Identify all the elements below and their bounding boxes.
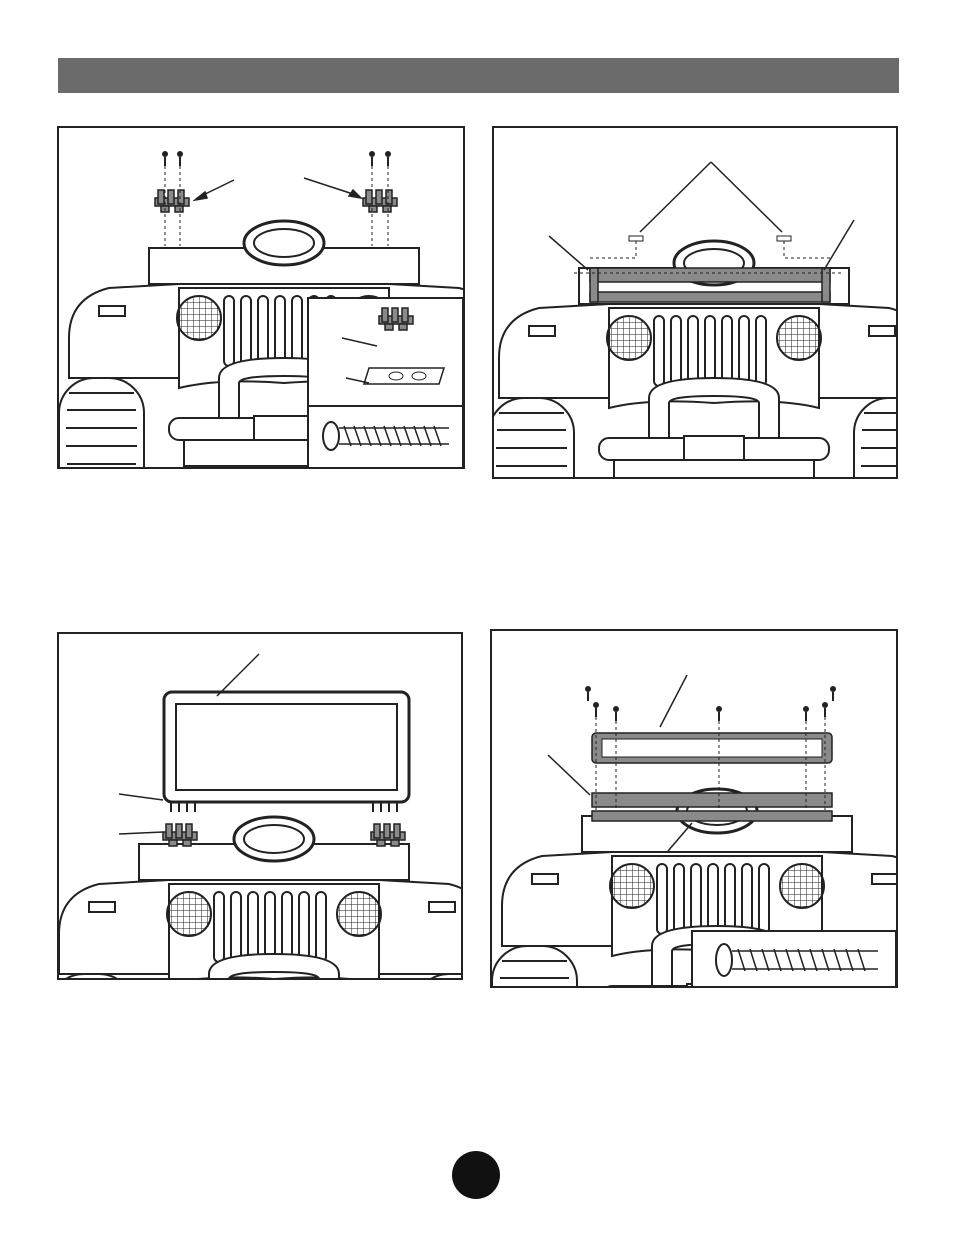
bracket-icon — [363, 190, 397, 212]
figure-2 — [492, 126, 898, 479]
bracket-icon — [155, 190, 189, 212]
bracket-icon — [371, 824, 405, 846]
page-number-badge — [452, 1151, 500, 1199]
bracket-icon — [163, 824, 197, 846]
figure-4 — [490, 629, 898, 988]
page-number — [452, 1151, 500, 1199]
screw-icon — [692, 931, 896, 986]
section-header-bar — [58, 58, 899, 93]
figure-3 — [57, 632, 463, 980]
figure-1 — [57, 126, 465, 469]
detail-inset — [308, 298, 463, 467]
screw-icon — [585, 686, 836, 721]
screw-icon — [162, 151, 391, 166]
